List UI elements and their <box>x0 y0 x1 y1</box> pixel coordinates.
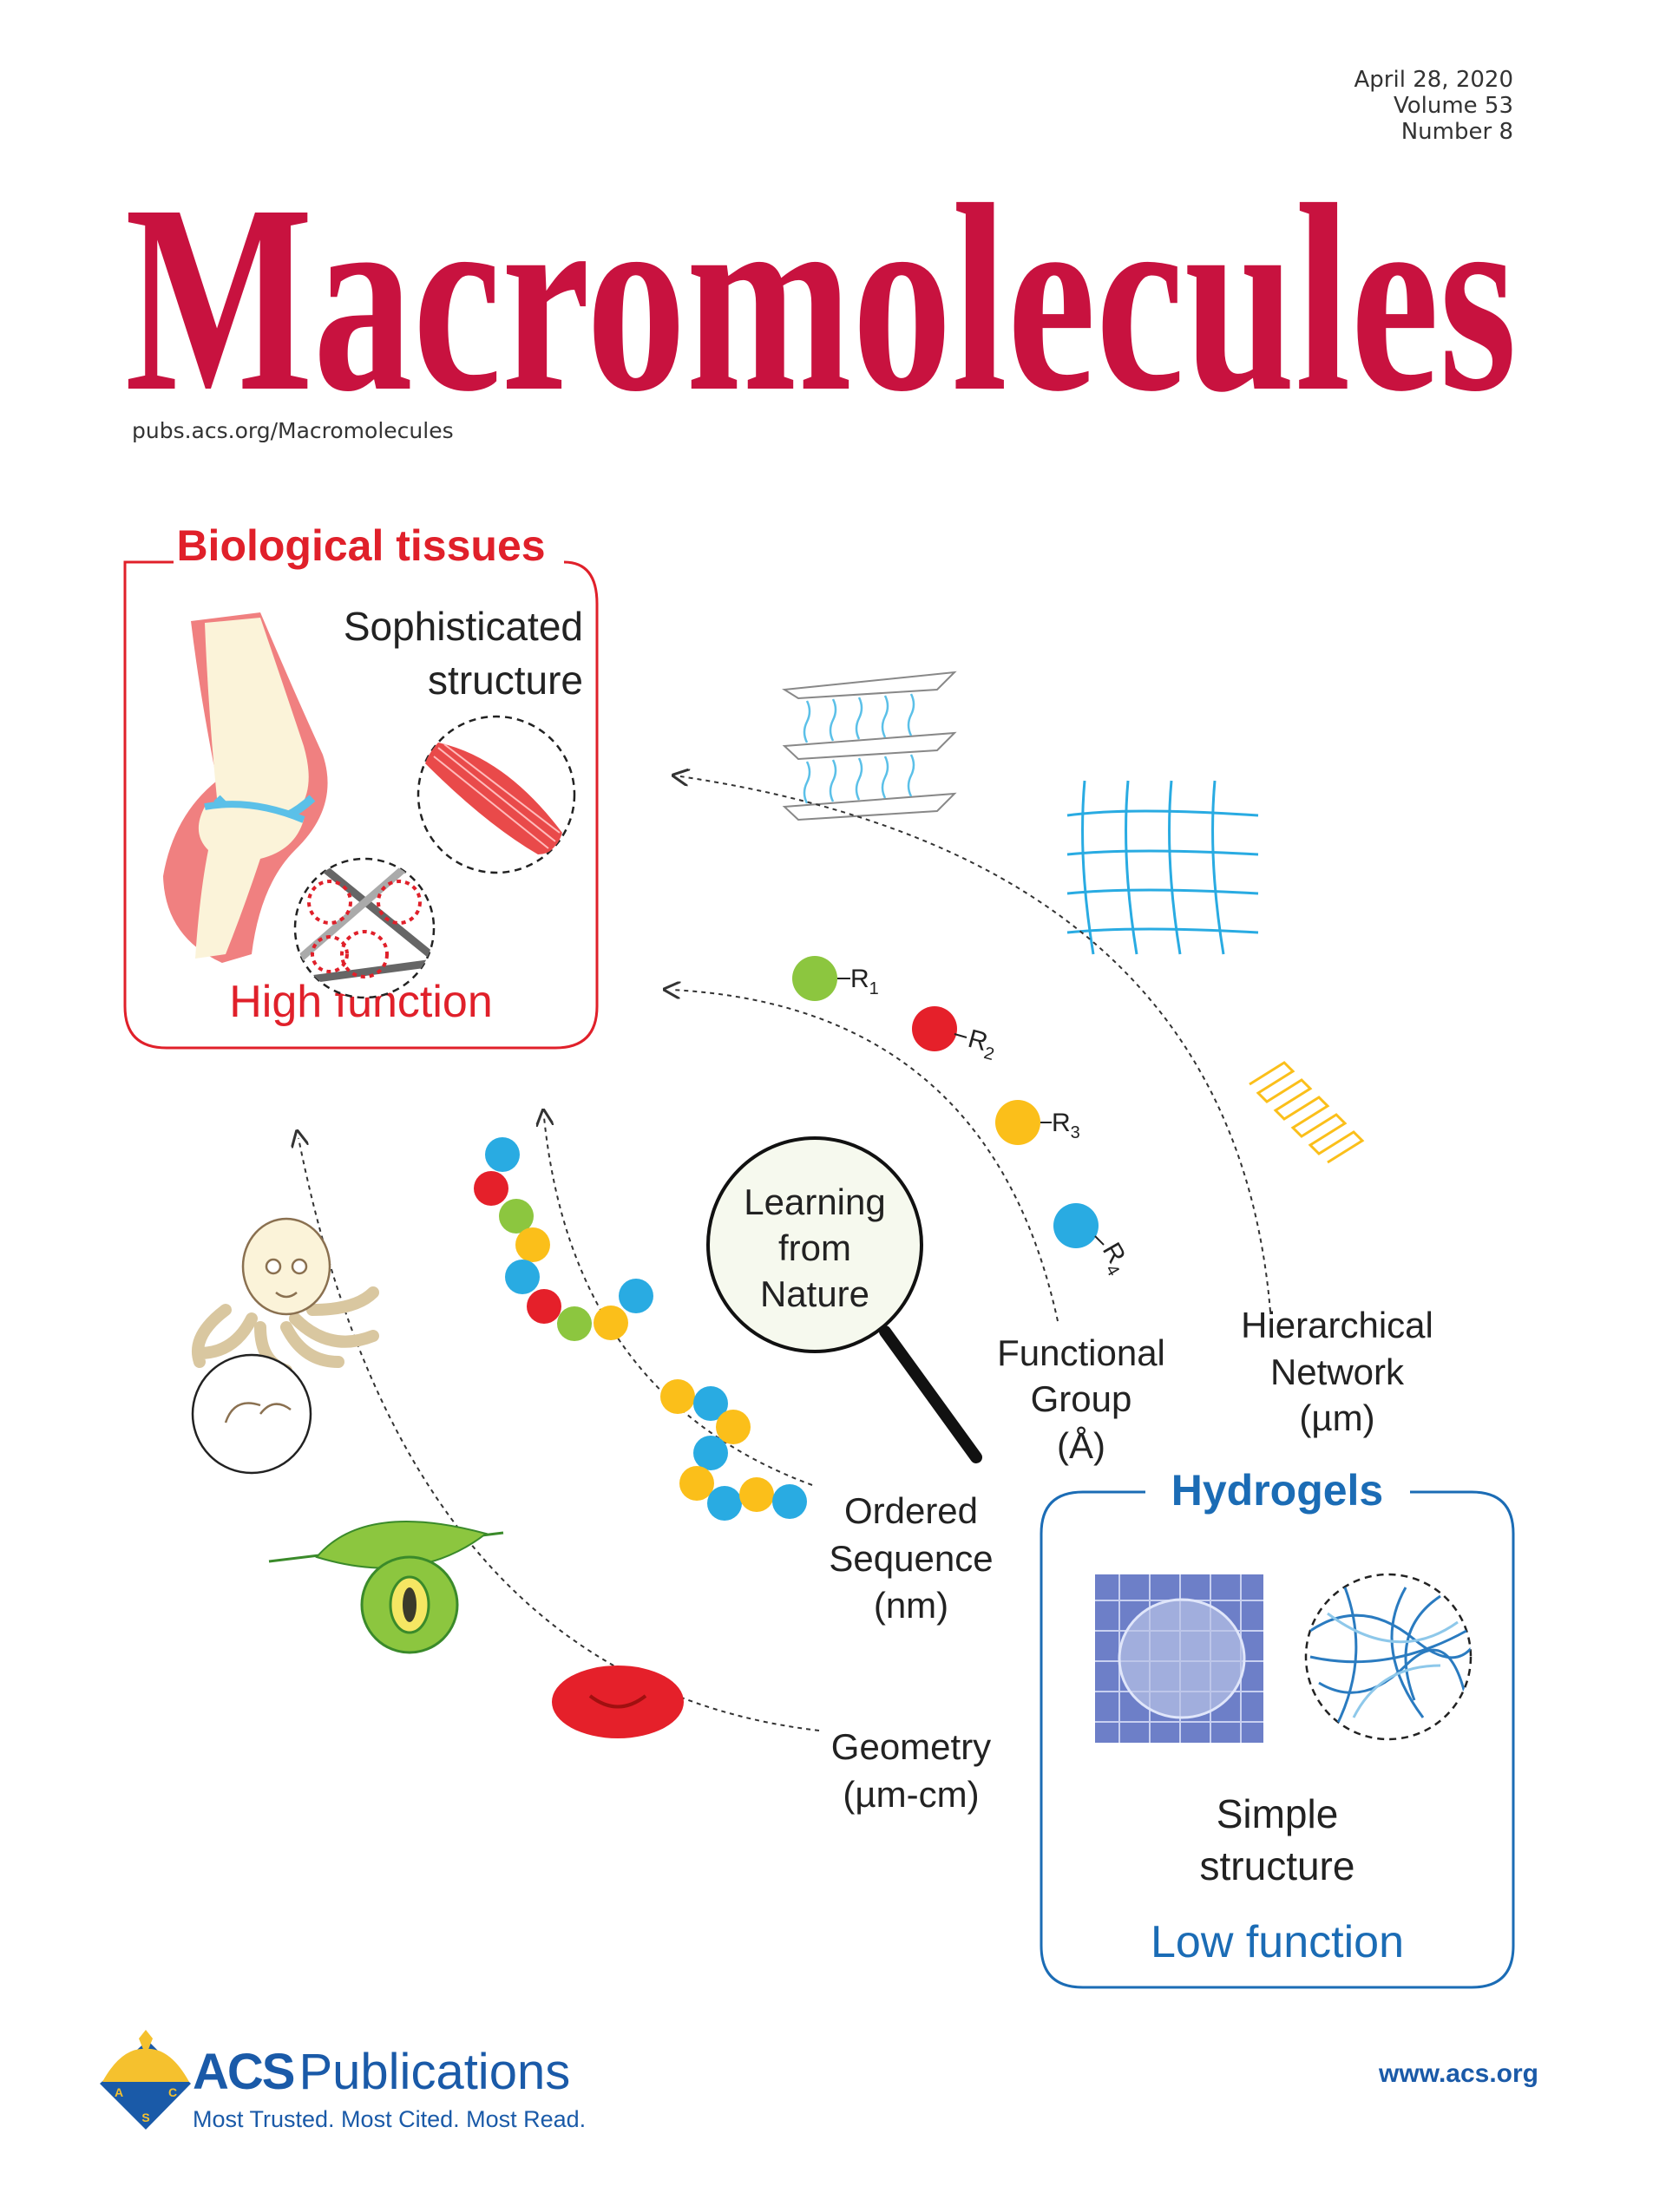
svg-text:from: from <box>778 1227 851 1268</box>
magnifier-icon: Learning from Nature <box>706 1136 982 1463</box>
hydrogels-panel: Hydrogels Simple structure Low function <box>1040 1466 1515 1989</box>
level-labels: Hierarchical Network (µm) Functional Gro… <box>829 1305 1433 1815</box>
svg-text:(µm): (µm) <box>1299 1397 1374 1438</box>
svg-text:R3: R3 <box>1052 1109 1080 1142</box>
ordered-sequence-beads <box>474 1137 807 1521</box>
simple-label: Simple <box>1217 1791 1339 1836</box>
biological-tissues-title: Biological tissues <box>176 521 545 570</box>
hydrogel-structure-label: structure <box>1200 1843 1355 1888</box>
sequence-label: Ordered <box>844 1490 978 1531</box>
knee-joint-illustration <box>163 612 328 963</box>
svg-text:C: C <box>168 2085 177 2099</box>
svg-text:Nature: Nature <box>760 1273 869 1314</box>
low-function-label: Low function <box>1151 1917 1404 1967</box>
leaf-illustration <box>268 1521 504 1654</box>
svg-text:Learning: Learning <box>744 1181 885 1222</box>
sophisticated-label: Sophisticated <box>344 604 583 649</box>
coiled-fiber-icon <box>1249 1061 1365 1164</box>
layered-sheets-icon <box>781 671 957 821</box>
svg-text:R1: R1 <box>850 965 879 998</box>
svg-text:(Å): (Å) <box>1057 1425 1105 1466</box>
functional-groups: R1 R2 R3 R4 <box>792 956 1136 1279</box>
octopus-illustration <box>191 1217 379 1475</box>
issue-date: April 28, 2020 <box>1354 67 1513 93</box>
hierarchical-label: Hierarchical <box>1241 1305 1433 1345</box>
journal-title: Macromolecules <box>125 150 1517 448</box>
dashed-arrows <box>298 776 1271 1731</box>
journal-url[interactable]: pubs.acs.org/Macromolecules <box>132 418 454 443</box>
svg-text:R4: R4 <box>1092 1238 1136 1279</box>
polymer-mesh-inset <box>1304 1573 1473 1741</box>
fiber-mesh-icon <box>1066 780 1259 955</box>
functional-label: Functional <box>997 1332 1165 1373</box>
acs-website-link[interactable]: www.acs.org <box>1378 2059 1538 2088</box>
muscle-fiber-inset <box>416 715 576 874</box>
hydrogel-photo <box>1095 1574 1263 1743</box>
svg-text:A: A <box>115 2085 123 2099</box>
svg-text:(nm): (nm) <box>874 1585 948 1626</box>
issue-number: Number 8 <box>1401 119 1513 145</box>
svg-text:(µm-cm): (µm-cm) <box>843 1774 979 1815</box>
polymer-network-inset <box>293 857 436 999</box>
acs-wordmark: ACS <box>193 2044 294 2100</box>
svg-text:Group: Group <box>1031 1378 1132 1419</box>
acs-tagline: Most Trusted. Most Cited. Most Read. <box>193 2106 586 2132</box>
red-blood-cell-illustration <box>552 1666 684 1738</box>
svg-text:S: S <box>141 2111 149 2124</box>
hydrogels-title: Hydrogels <box>1171 1466 1384 1515</box>
publications-wordmark: Publications <box>298 2044 570 2100</box>
geometry-label: Geometry <box>831 1726 991 1767</box>
svg-text:Network: Network <box>1270 1351 1405 1392</box>
issue-volume: Volume 53 <box>1394 93 1513 119</box>
biological-tissues-panel: Biological tissues Sophisticated structu… <box>123 521 599 1050</box>
structure-label: structure <box>428 658 583 703</box>
svg-text:Sequence: Sequence <box>829 1538 993 1579</box>
svg-text:R2: R2 <box>964 1024 1000 1064</box>
